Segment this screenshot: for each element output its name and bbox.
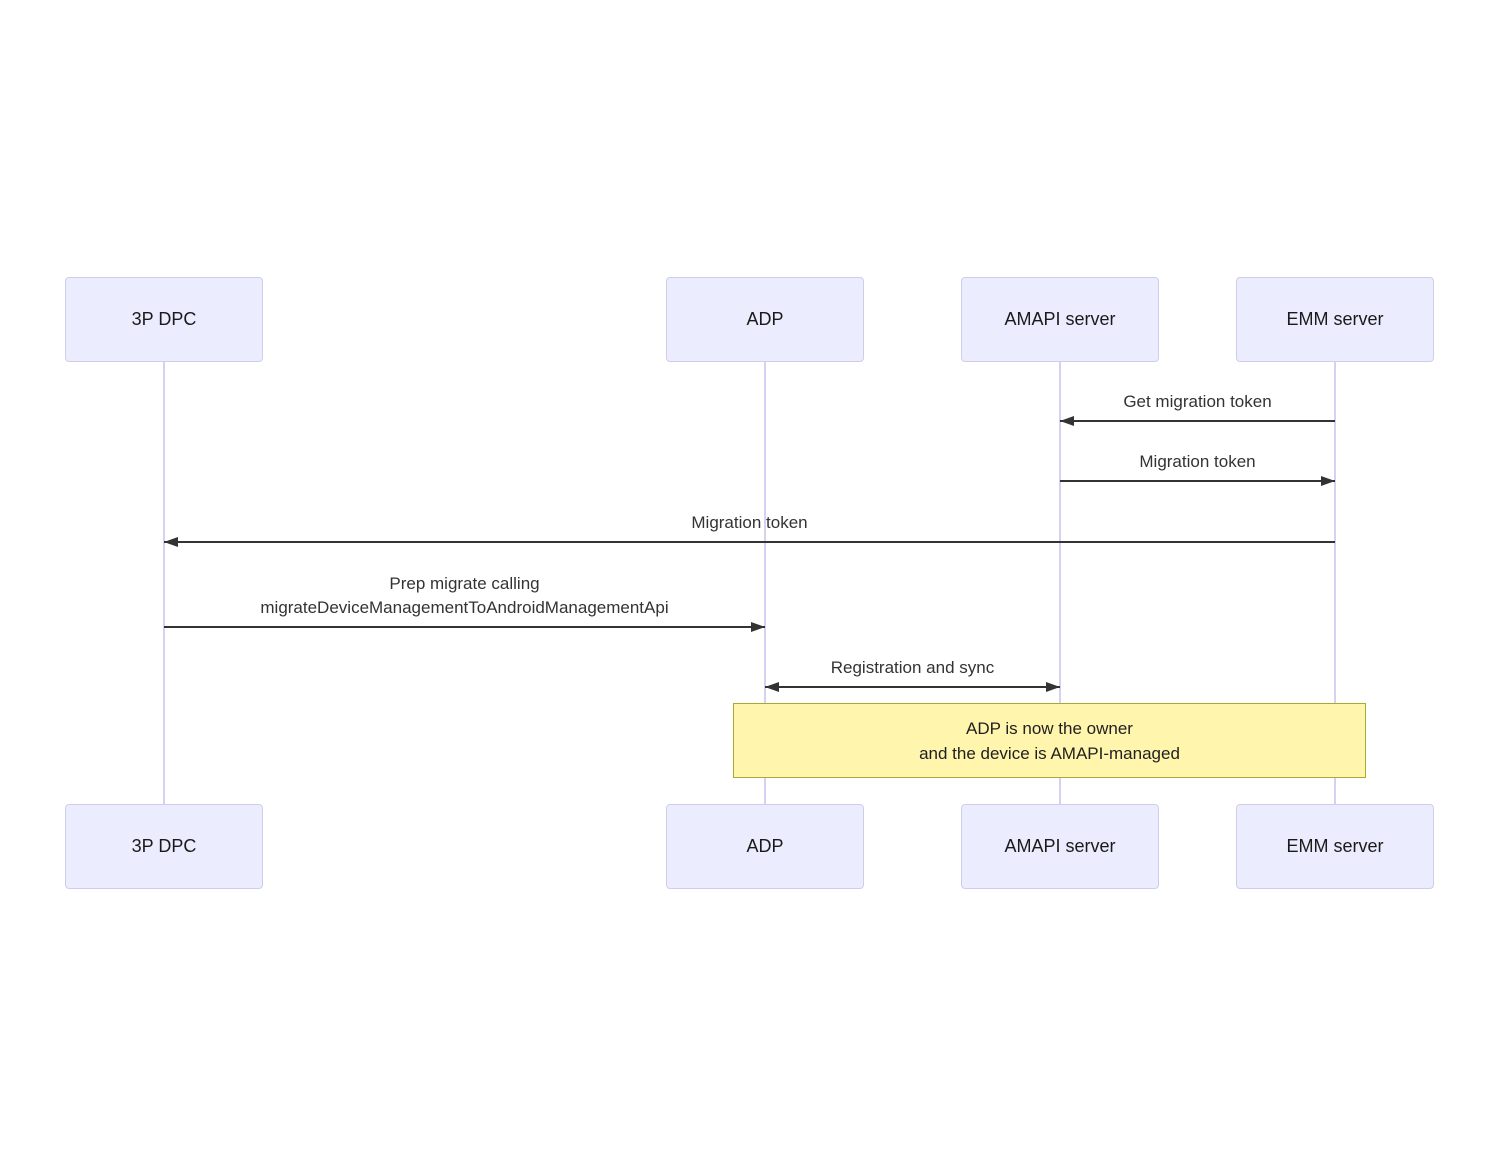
- actor-bottom-adp: ADP: [666, 804, 864, 889]
- message-label-line2: migrateDeviceManagementToAndroidManageme…: [260, 598, 669, 617]
- lifeline-emm-server: [1334, 361, 1336, 805]
- message-migration-token-to-dpc: Migration token: [164, 511, 1335, 547]
- message-arrow: [164, 537, 1335, 547]
- message-label: Get migration token: [1123, 392, 1272, 411]
- actor-top-3p-dpc: 3P DPC: [65, 277, 263, 362]
- message-label: Registration and sync: [830, 658, 995, 677]
- actor-label: ADP: [746, 836, 784, 856]
- actor-label: AMAPI server: [1004, 836, 1116, 856]
- actor-top-adp: ADP: [666, 277, 864, 362]
- message-arrow: [1060, 416, 1335, 426]
- actor-label: ADP: [746, 309, 784, 329]
- message-migration-token-response: Migration token: [1060, 450, 1335, 486]
- note-adp-owner: ADP is now the owner and the device is A…: [733, 703, 1366, 778]
- actor-label: EMM server: [1286, 309, 1384, 329]
- message-label: Migration token: [1139, 452, 1256, 471]
- note-line2: and the device is AMAPI-managed: [919, 743, 1180, 763]
- actor-label: EMM server: [1286, 836, 1384, 856]
- actor-label: AMAPI server: [1004, 309, 1116, 329]
- arrowhead-left-icon: [1060, 416, 1074, 426]
- message-arrow: [765, 682, 1060, 692]
- message-arrow: [164, 622, 765, 632]
- actor-label: 3P DPC: [131, 309, 197, 329]
- message-arrow: [1060, 476, 1335, 486]
- actor-top-emm-server: EMM server: [1236, 277, 1434, 362]
- message-get-migration-token: Get migration token: [1060, 390, 1335, 426]
- arrowhead-left-icon: [164, 537, 178, 547]
- note-line1: ADP is now the owner: [966, 718, 1133, 738]
- lifeline-amapi-server: [1059, 361, 1061, 805]
- actor-top-amapi-server: AMAPI server: [961, 277, 1159, 362]
- message-prep-migrate: Prep migrate calling migrateDeviceManage…: [164, 572, 765, 632]
- lifeline-adp: [764, 361, 766, 805]
- message-label: Migration token: [691, 513, 808, 532]
- arrowhead-right-icon: [1321, 476, 1335, 486]
- arrowhead-left-icon: [765, 682, 779, 692]
- actor-bottom-amapi-server: AMAPI server: [961, 804, 1159, 889]
- message-label-line1: Prep migrate calling: [389, 574, 540, 593]
- arrowhead-right-icon: [751, 622, 765, 632]
- message-registration-and-sync: Registration and sync: [765, 656, 1060, 692]
- actor-bottom-emm-server: EMM server: [1236, 804, 1434, 889]
- lifeline-3p-dpc: [163, 361, 165, 805]
- actor-label: 3P DPC: [131, 836, 197, 856]
- actor-bottom-3p-dpc: 3P DPC: [65, 804, 263, 889]
- arrowhead-right-icon: [1046, 682, 1060, 692]
